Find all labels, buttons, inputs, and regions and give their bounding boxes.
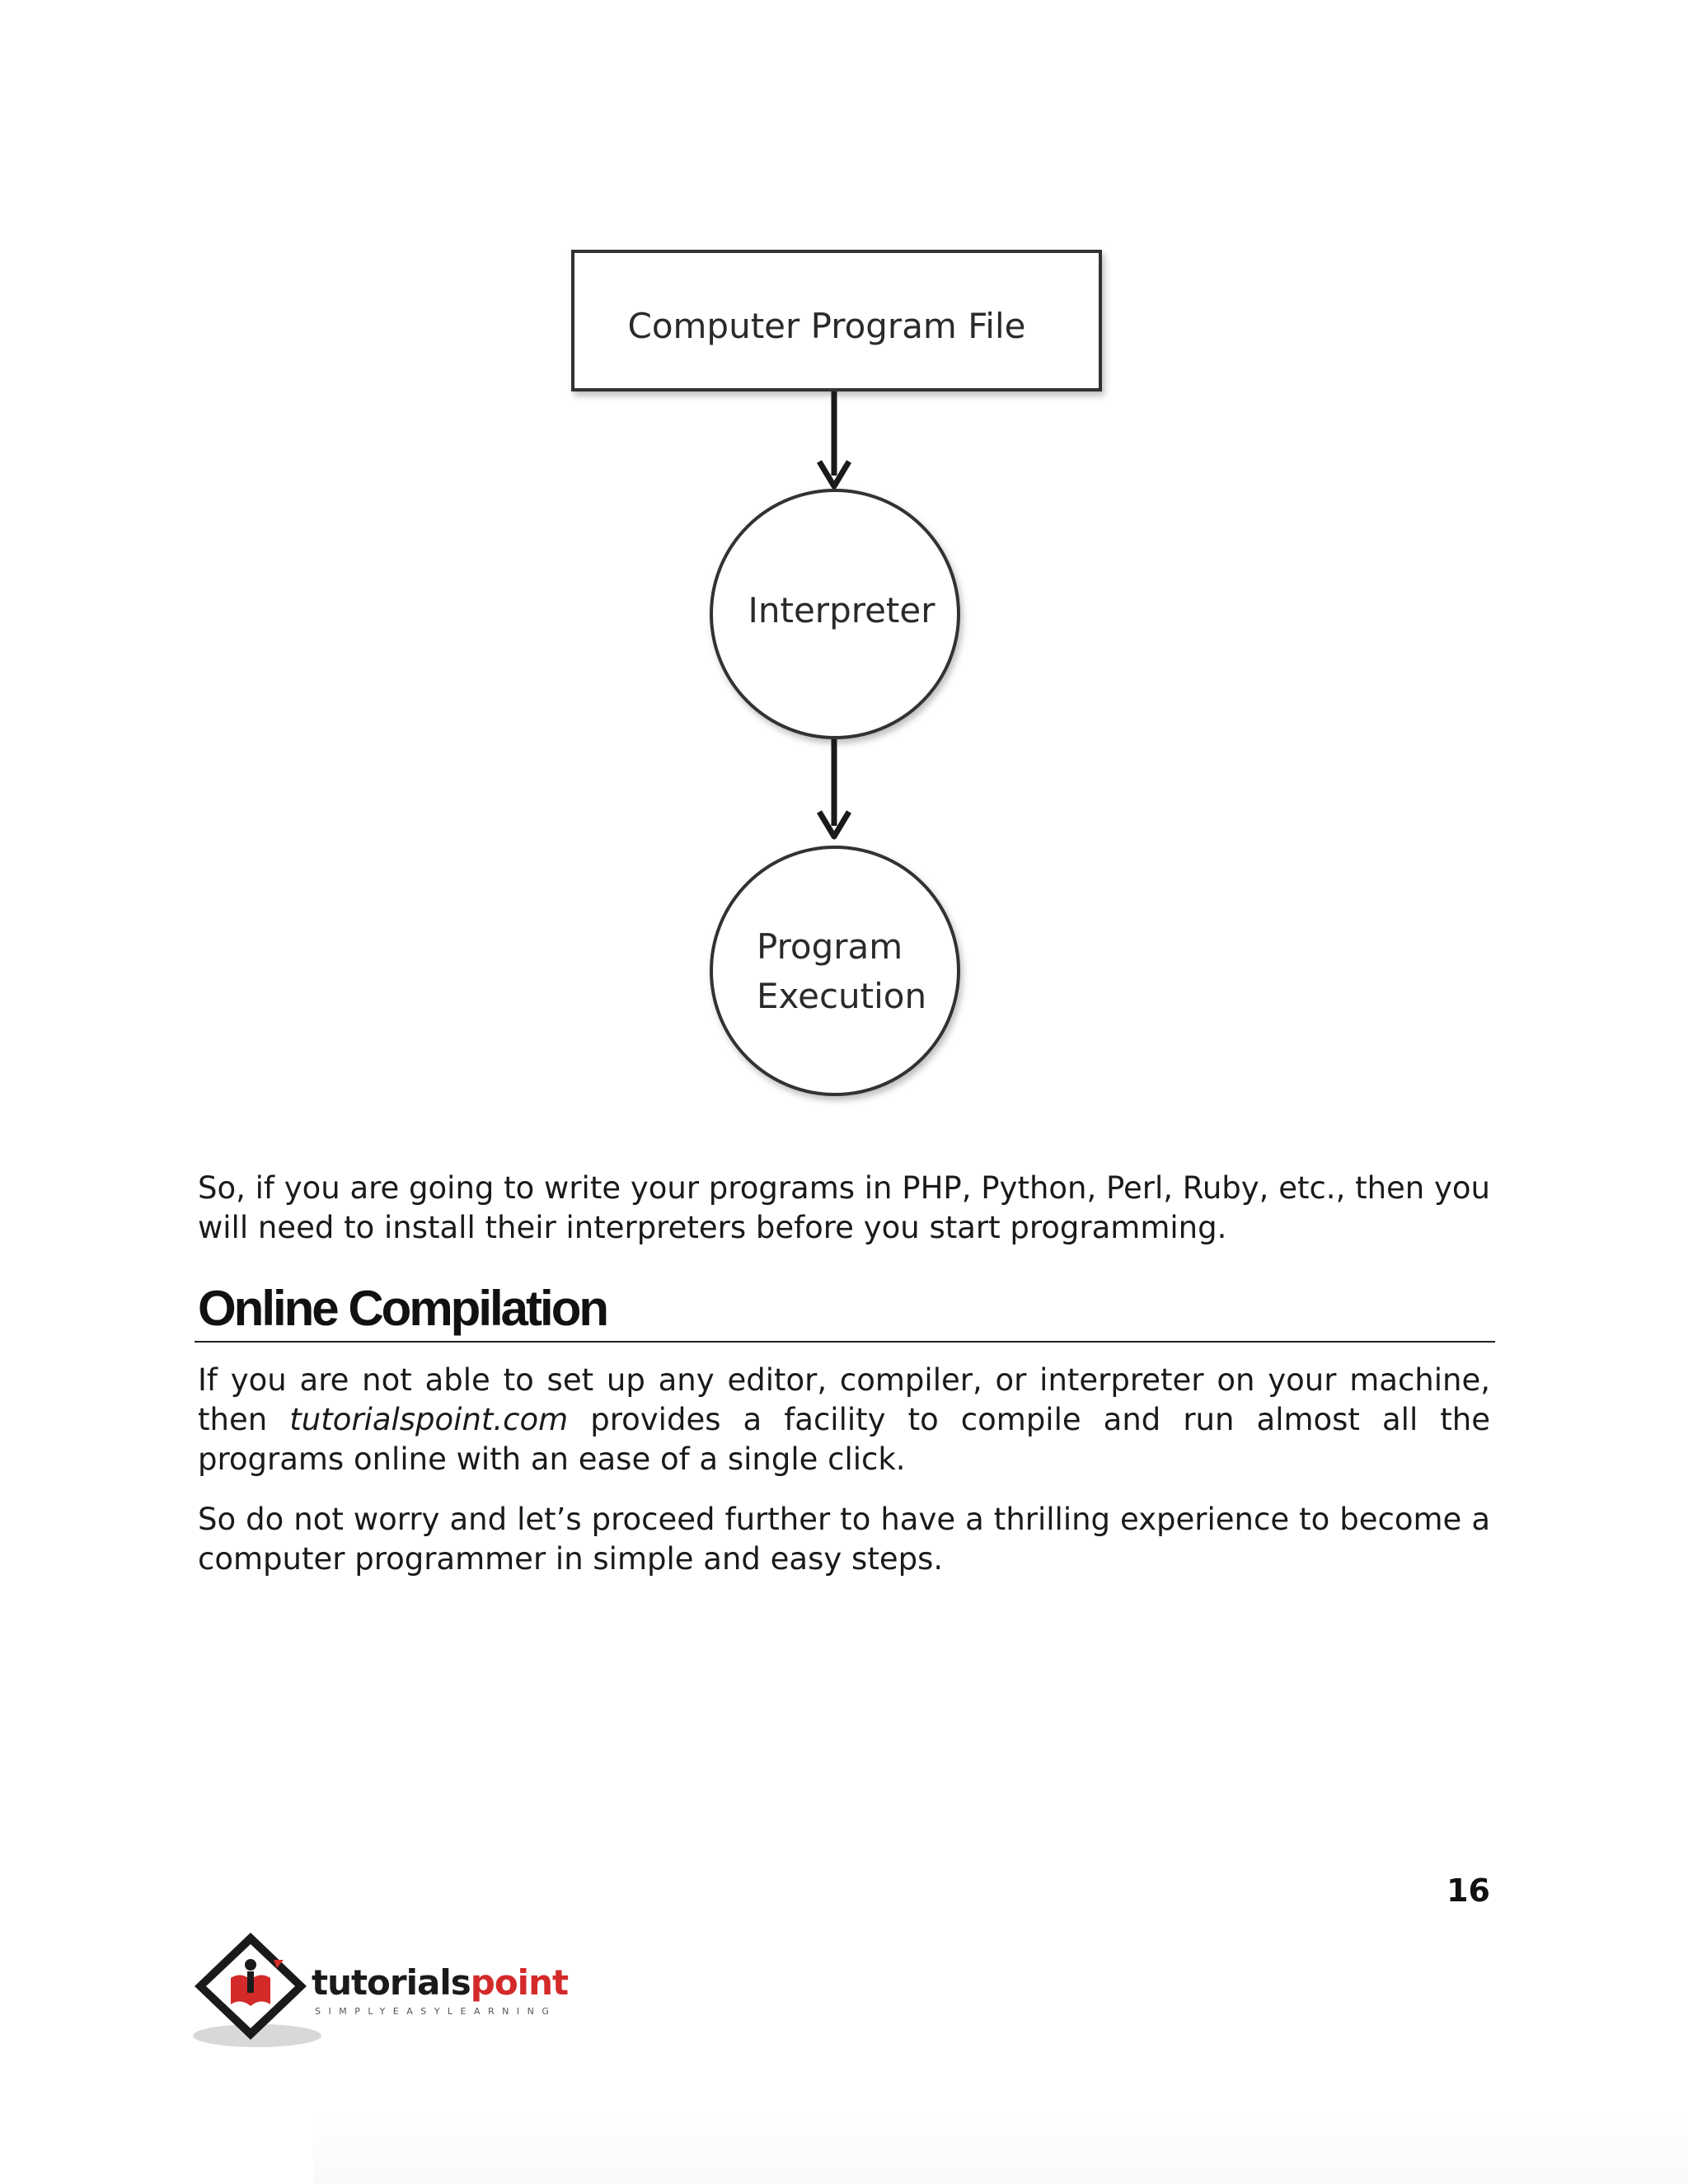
footer-shade [313, 2110, 1688, 2184]
logo-person-head [245, 1959, 256, 1971]
program-execution-label-line1: Program [757, 926, 903, 967]
tutorialspoint-logo: tutorialspoint SIMPLYEASYLEARNING [193, 1933, 570, 2047]
logo-word-point: point [471, 1962, 569, 2003]
logo-tagline: SIMPLYEASYLEARNING [315, 2006, 556, 2017]
tutorialspoint-site-name: tutorialspoint.com [289, 1402, 569, 1437]
online-compilation-paragraph: If you are not able to set up any editor… [198, 1361, 1490, 1479]
paragraph2-text-start: If you are not able to set up any editor… [198, 1362, 1490, 1437]
logo-shadow-ellipse [193, 2024, 321, 2047]
intro-paragraph: So, if you are going to write your progr… [198, 1170, 1491, 1245]
program-execution-node [710, 846, 960, 1096]
arrow-2-head [816, 810, 852, 840]
proceed-paragraph: So do not worry and let’s proceed furthe… [198, 1502, 1490, 1577]
logo-person-body [247, 1971, 254, 1993]
logo-wordmark: tutorialspoint [312, 1962, 569, 2003]
interpreter-node [710, 489, 960, 739]
logo-word-tutorials: tutorials [312, 1962, 471, 2003]
program-file-label: Computer Program File [628, 306, 1026, 346]
section-heading: Online Compilation [198, 1281, 609, 1336]
arrow-1-head [816, 460, 852, 490]
program-execution-label-line2: Execution [757, 976, 926, 1016]
page-number: 16 [1447, 1872, 1490, 1909]
logo-wedge-accent [274, 1960, 284, 1968]
heading-underline [195, 1341, 1495, 1343]
paragraph2-text-end: provides a facility to compile and run a… [198, 1402, 1490, 1477]
program-file-box [571, 250, 1102, 391]
flow-diagram: Computer Program File Interpreter Progra… [571, 250, 1102, 1096]
interpreter-label: Interpreter [748, 590, 935, 630]
